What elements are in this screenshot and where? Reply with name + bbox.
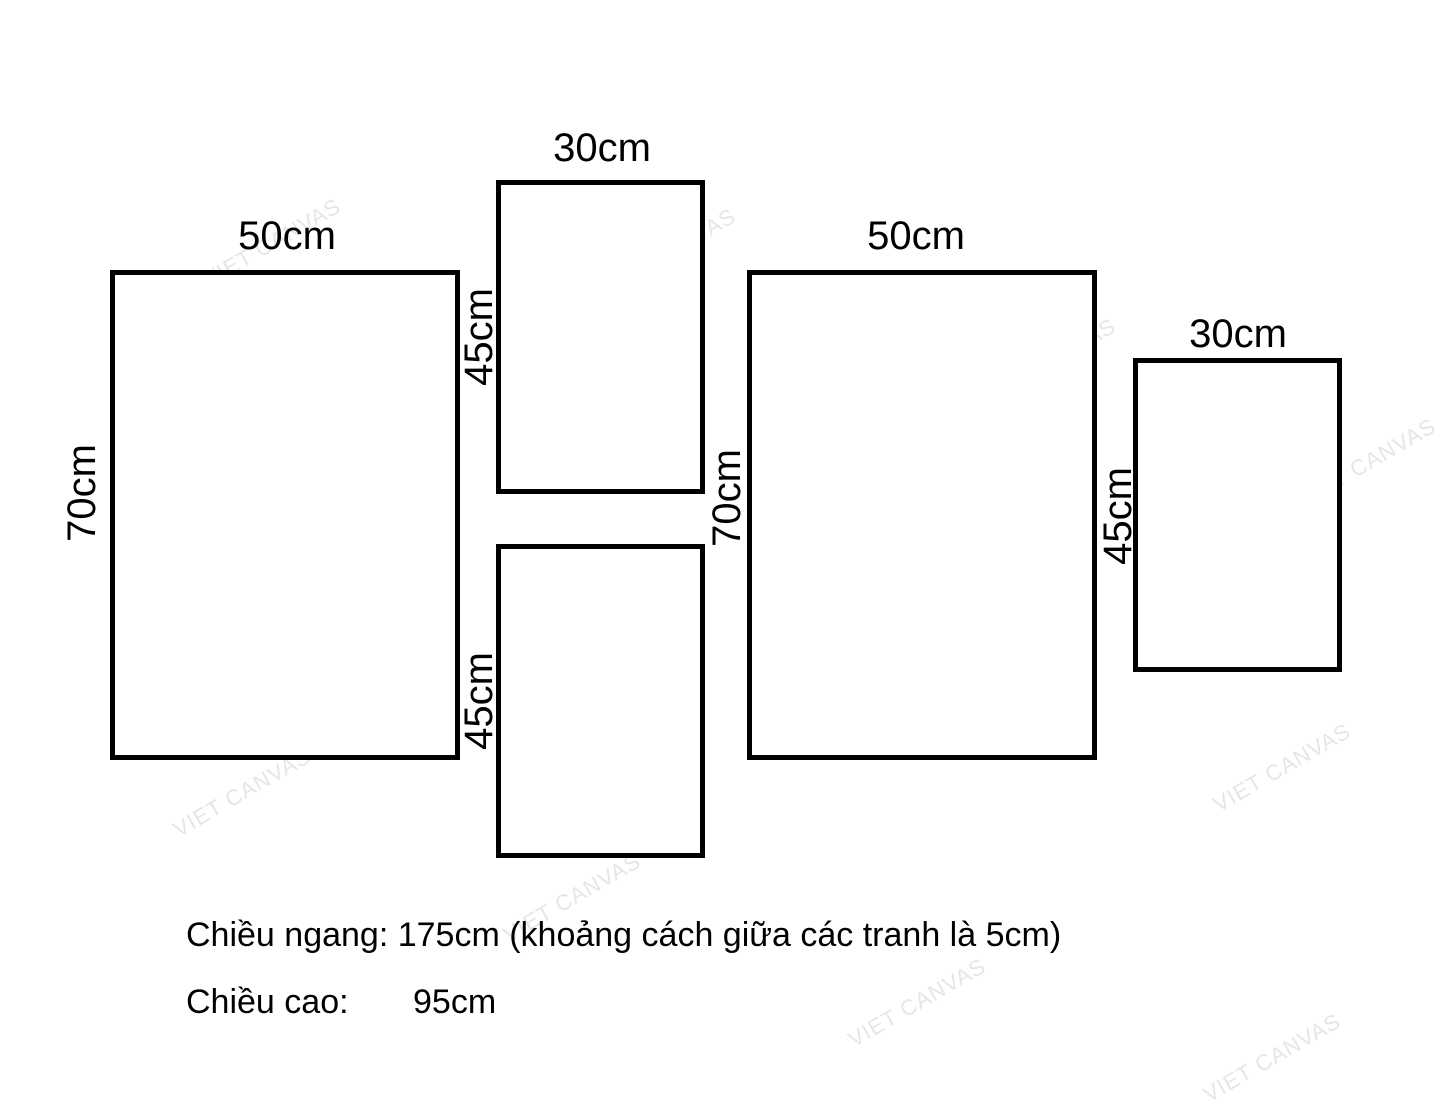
watermark: VIET CANVAS <box>1208 718 1356 818</box>
total-width-note: Chiều ngang: 175cm (khoảng cách giữa các… <box>186 916 1062 954</box>
frame-small-right-height-label: 45cm <box>1096 467 1140 565</box>
frame-small-right <box>1133 358 1342 672</box>
frame-small-top-middle-height-label: 45cm <box>457 288 501 386</box>
frame-small-bottom-middle <box>496 544 705 858</box>
watermark: VIET CANVAS <box>843 953 991 1053</box>
frame-small-right-width-label: 30cm <box>1189 312 1287 356</box>
total-height-value: 95cm <box>413 983 497 1021</box>
frame-small-top-middle <box>496 180 705 494</box>
frame-large-right-height-label: 70cm <box>705 449 749 547</box>
total-height-label: Chiều cao: <box>186 983 349 1021</box>
frame-large-left-width-label: 50cm <box>238 214 336 258</box>
frame-large-right-width-label: 50cm <box>867 214 965 258</box>
frame-large-left <box>110 270 460 760</box>
frame-large-right <box>747 270 1097 760</box>
frame-small-bottom-middle-height-label: 45cm <box>457 652 501 750</box>
watermark: VIET CANVAS <box>1198 1008 1346 1108</box>
frame-large-left-height-label: 70cm <box>60 444 104 542</box>
frame-small-top-middle-width-label: 30cm <box>553 126 651 170</box>
